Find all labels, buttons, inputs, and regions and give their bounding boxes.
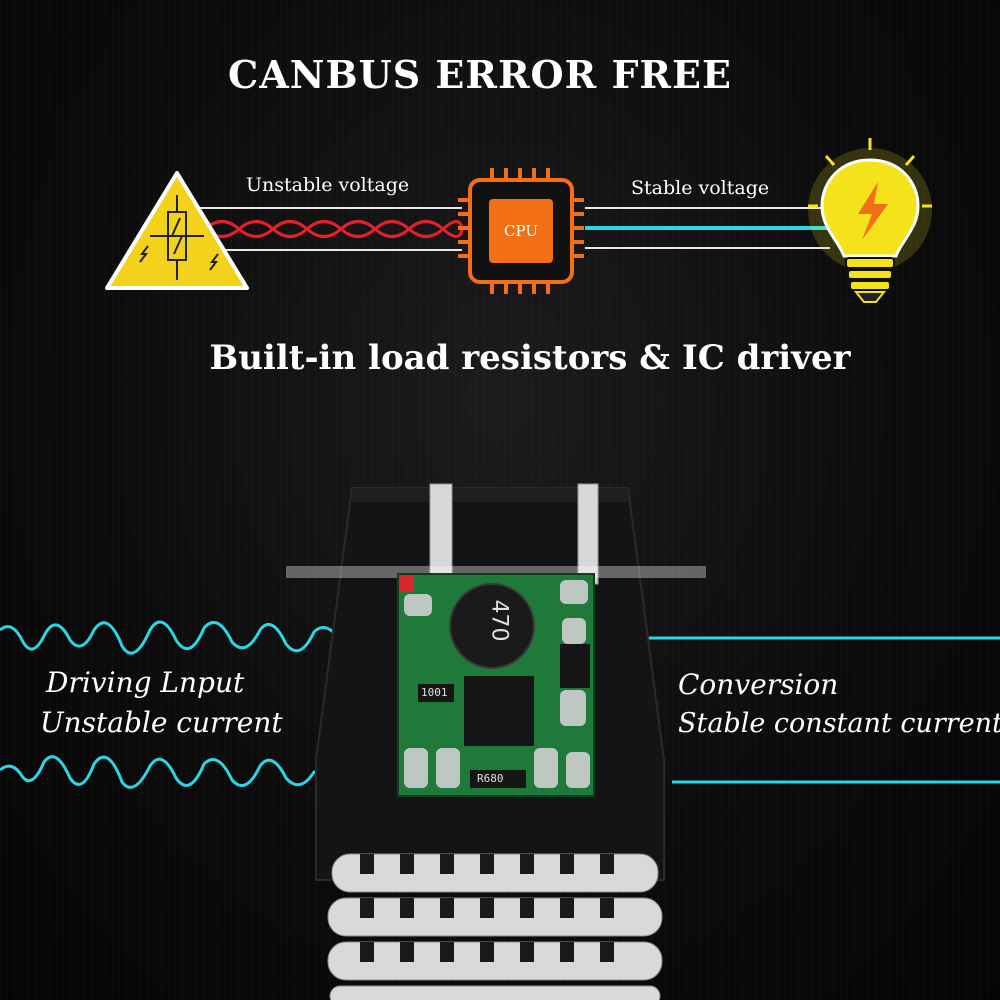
light-bulb-icon	[808, 138, 932, 303]
page-title: CANBUS ERROR FREE	[228, 52, 732, 97]
led-bulb-product	[286, 483, 706, 1000]
unstable-current-waves	[0, 620, 358, 789]
stable-voltage-label: Stable voltage	[631, 177, 770, 199]
right-label-line1: Conversion	[678, 668, 839, 701]
resistor-code: 1001	[421, 686, 448, 699]
unstable-voltage-label: Unstable voltage	[246, 174, 410, 196]
inductor-code: 470	[486, 599, 512, 642]
left-label-line2: Unstable current	[40, 706, 283, 739]
chip-code: R680	[477, 772, 504, 785]
cpu-icon	[458, 168, 584, 294]
cpu-label: CPU	[504, 222, 538, 240]
warning-triangle-icon	[105, 171, 249, 290]
right-label-line2: Stable constant current	[678, 708, 1000, 739]
left-label-line1: Driving Lnput	[46, 666, 245, 699]
subtitle: Built-in load resistors & IC driver	[209, 338, 851, 378]
